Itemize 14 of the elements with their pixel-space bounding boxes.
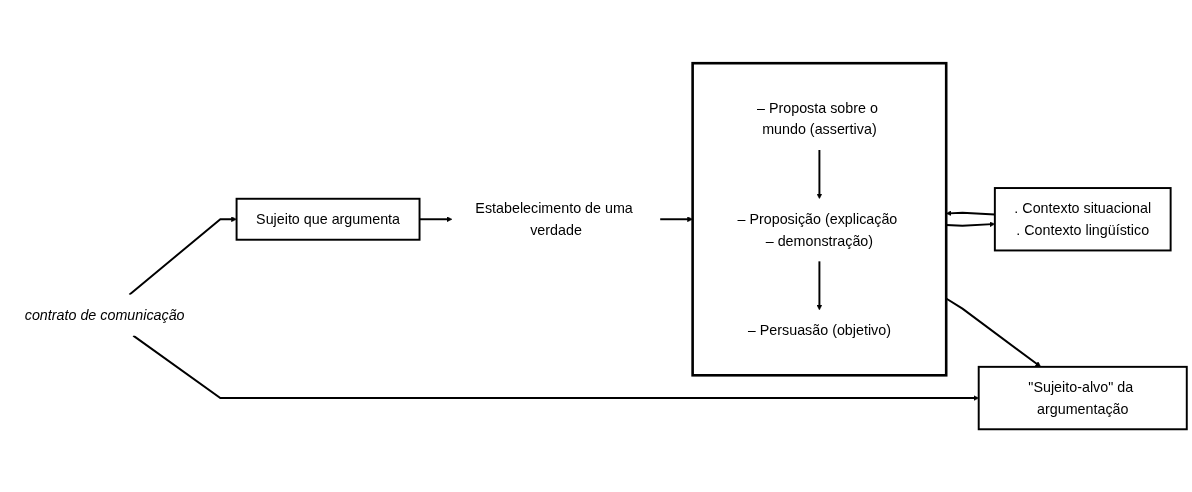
node-box: . Contexto situacional . Contexto lingüístico (993, 186, 1172, 252)
arrow (659, 216, 693, 222)
arrow (816, 148, 823, 199)
node-box: Sujeito que argumenta (235, 197, 421, 241)
node-text: Estabelecimento de uma verdade (475, 200, 633, 238)
node-text: contrato de comunicação (24, 306, 185, 324)
node-text: – Proposição (explicação – demonstração) (737, 210, 898, 249)
arrow (128, 216, 237, 296)
arrow (816, 259, 823, 310)
node-text: – Proposta sobre o mundo (assertiva) (756, 99, 878, 138)
node-text: – Persuasão (objetivo) (747, 322, 891, 339)
node-box: "Sujeito-alvo" da argumentação (977, 365, 1188, 430)
cluster (691, 61, 948, 377)
arrow (132, 334, 979, 401)
